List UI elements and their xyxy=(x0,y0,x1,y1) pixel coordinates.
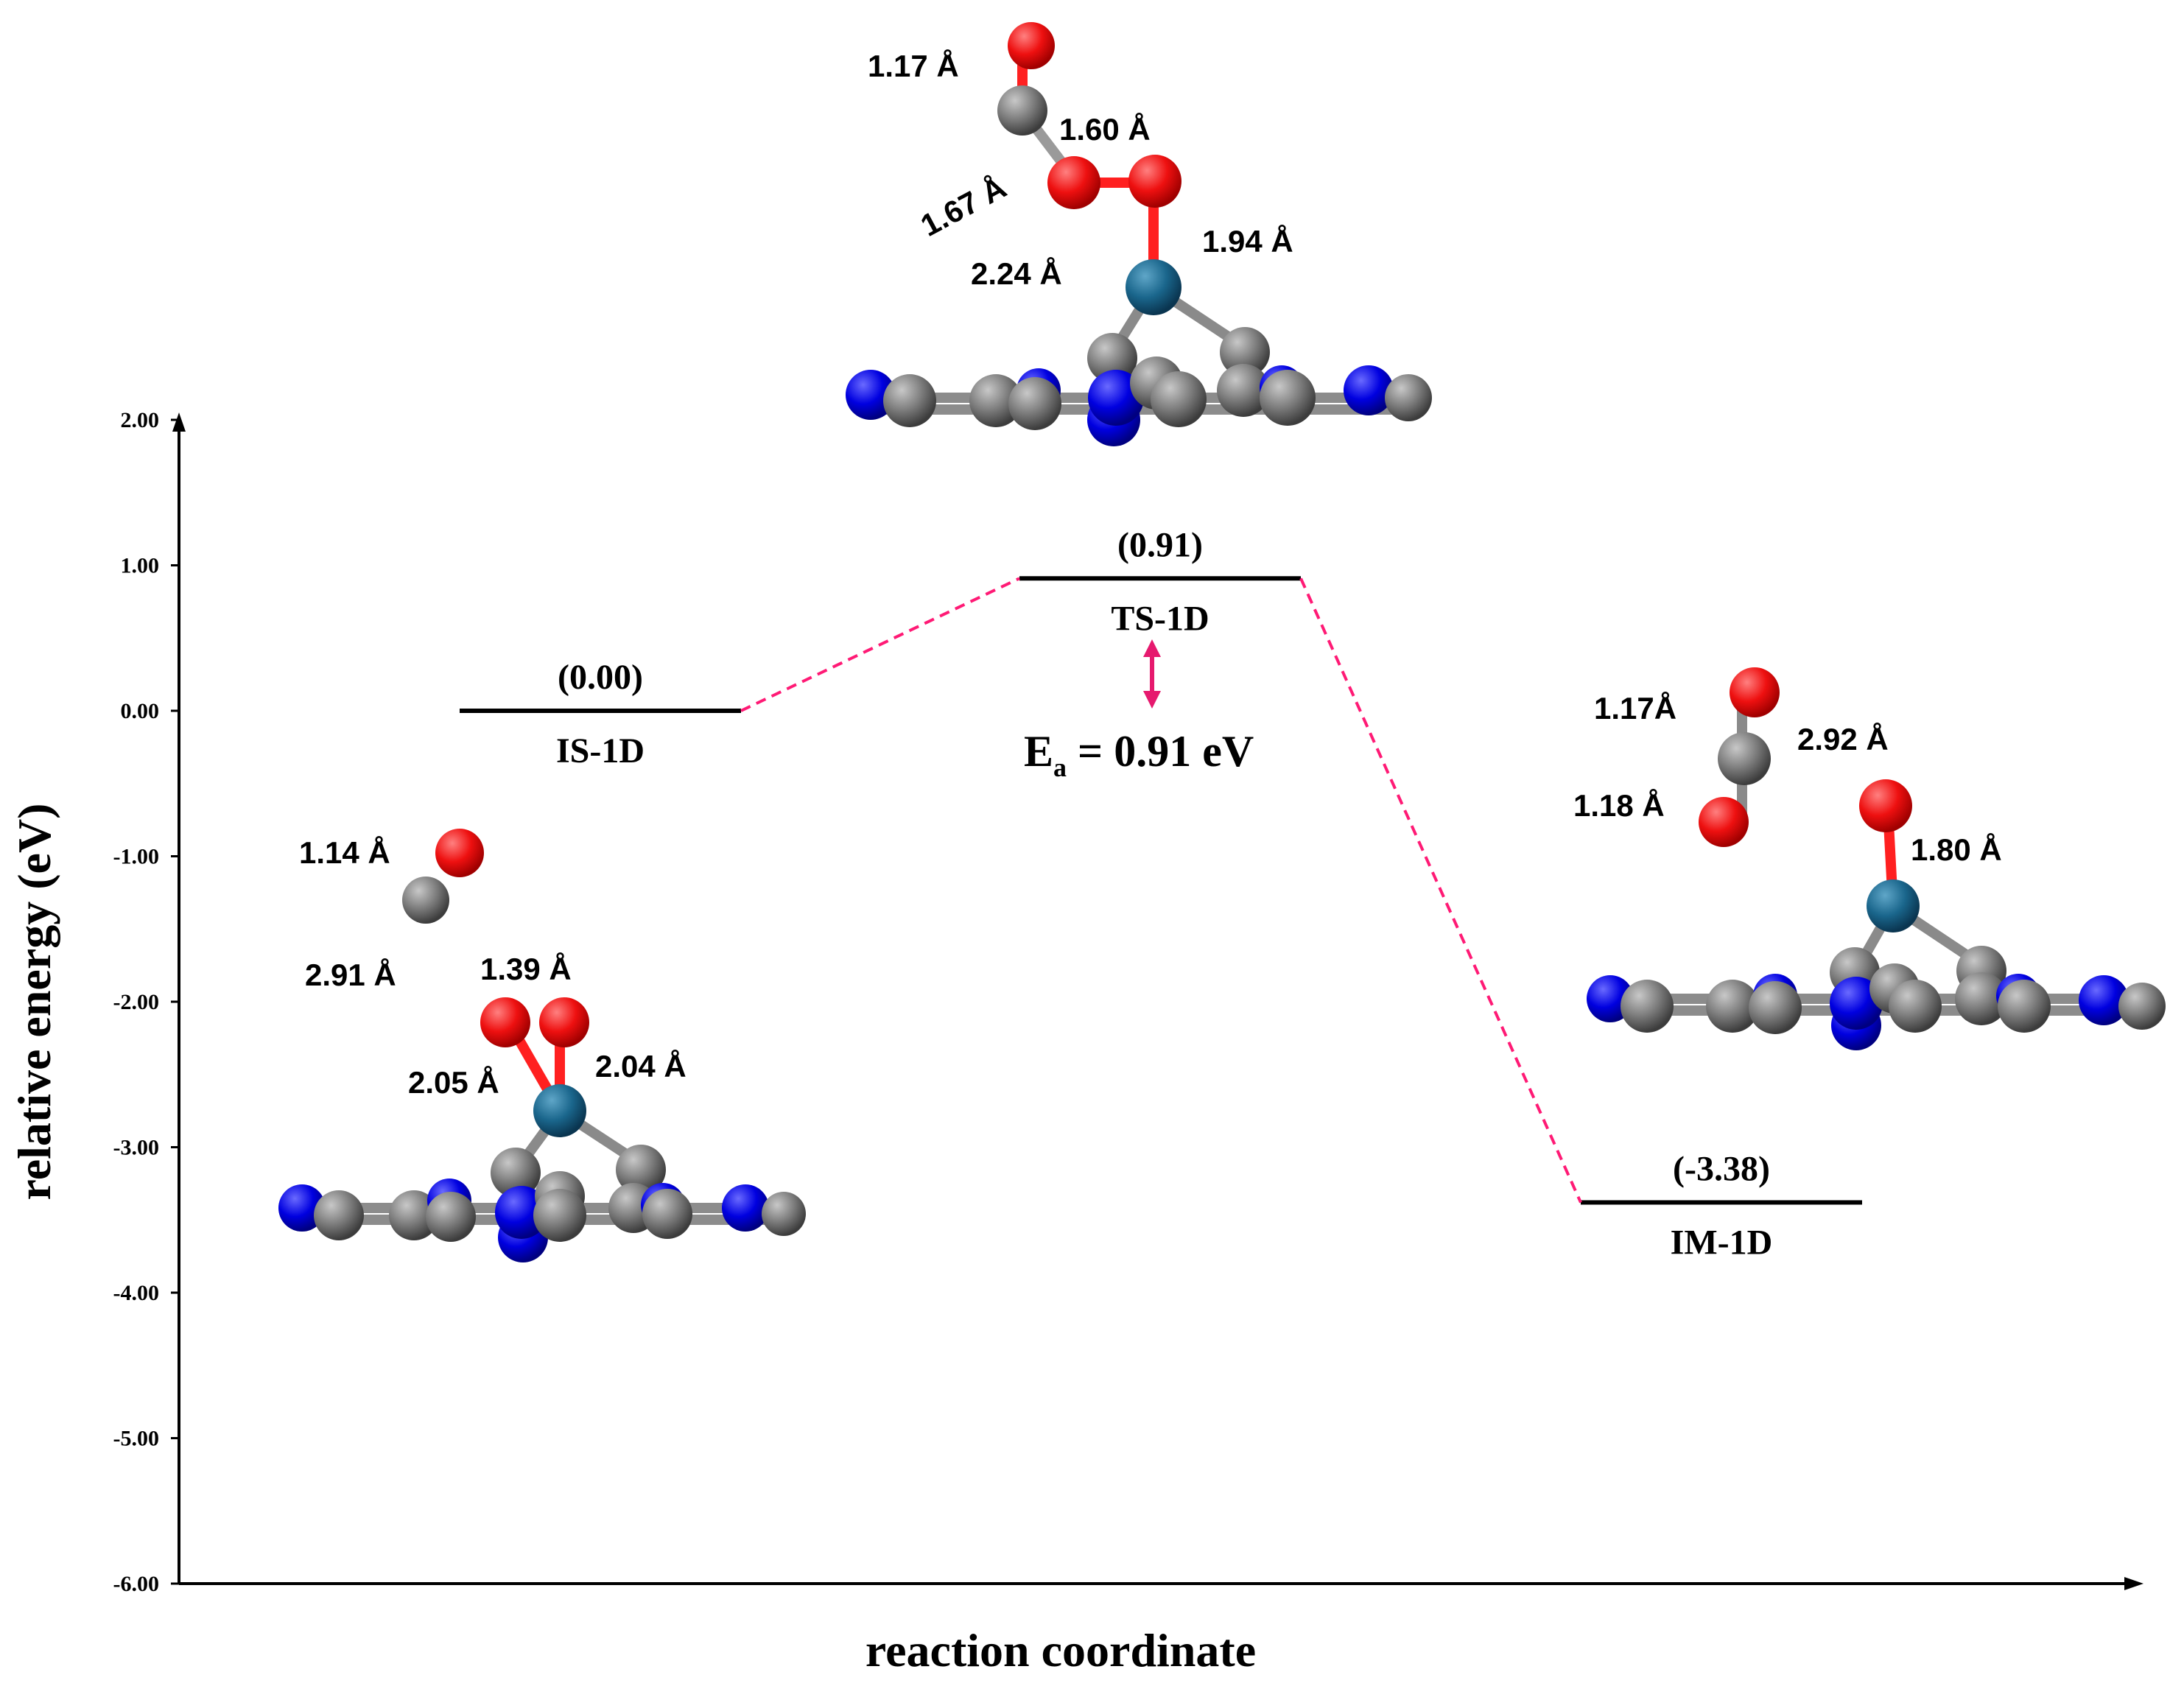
im-bond-label-3: 1.18 Å xyxy=(1573,788,1665,823)
barrier-arrow-up-head xyxy=(1143,639,1161,657)
is-bond-label-4: 2.05 Å xyxy=(408,1065,499,1100)
ts-structure: 1.17 Å 1.60 Å 1.67 Å 1.94 Å 2.24 Å xyxy=(846,22,1432,446)
im-bond-label-1: 1.17Å xyxy=(1594,691,1676,726)
is-bond-label-1: 1.14 Å xyxy=(299,835,390,870)
connector-dashed-line xyxy=(1299,577,1582,1204)
is-bond-label-2: 2.91 Å xyxy=(305,958,396,992)
energy-level-name: TS-1D xyxy=(1111,599,1209,638)
ts-bond-label-4: 1.94 Å xyxy=(1202,224,1293,259)
y-tick-group: 2.00 1.00 0.00 -1.00 -2.00 -3.00 -4.00 -5.00 -6.… xyxy=(113,408,179,1596)
axes: 2.00 1.00 0.00 -1.00 -2.00 -3.00 -4.00 -5.00 -6.… xyxy=(8,408,2143,1676)
barrier-arrow-down-head xyxy=(1143,691,1161,709)
ts-bond-label-1: 1.17 Å xyxy=(868,49,959,83)
is-atoms xyxy=(278,829,806,1262)
im-structure: 1.17Å 2.92 Å 1.18 Å 1.80 Å xyxy=(1573,667,2166,1050)
y-tick-label: -3.00 xyxy=(113,1136,160,1160)
x-axis-arrowhead xyxy=(2124,1577,2143,1590)
im-bond-label-2: 2.92 Å xyxy=(1797,722,1889,756)
barrier-label: Ea = 0.91 eV xyxy=(1024,727,1254,782)
x-axis-title: reaction coordinate xyxy=(865,1624,1256,1676)
y-tick-label: -5.00 xyxy=(113,1427,160,1451)
energy-value-label: (-3.38) xyxy=(1673,1150,1770,1189)
im-atoms xyxy=(1587,667,2166,1050)
y-axis-arrowhead xyxy=(172,412,186,432)
energy-level-name: IM-1D xyxy=(1671,1223,1773,1262)
is-bond-label-5: 2.04 Å xyxy=(595,1049,687,1083)
y-tick-label: 0.00 xyxy=(121,699,160,723)
is-bond-label-3: 1.39 Å xyxy=(480,952,572,986)
y-tick-label: -6.00 xyxy=(113,1572,160,1596)
y-tick-label: 2.00 xyxy=(121,408,160,432)
energy-levels: (0.00) IS-1D (0.91) TS-1D (-3.38) IM-1D xyxy=(460,525,1862,1262)
barrier-annotation: Ea = 0.91 eV xyxy=(1024,639,1254,782)
energy-level-name: IS-1D xyxy=(556,731,645,770)
connector-dashed-line xyxy=(740,577,1020,712)
barrier-subscript: a xyxy=(1053,753,1067,782)
ts-bond-label-5: 2.24 Å xyxy=(971,256,1062,291)
im-bond-label-4: 1.80 Å xyxy=(1911,832,2002,867)
barrier-value: = 0.91 eV xyxy=(1067,727,1254,776)
is-structure: 1.14 Å 2.91 Å 1.39 Å 2.05 Å 2.04 Å xyxy=(278,829,806,1262)
y-tick-label: 1.00 xyxy=(121,554,160,578)
energy-value-label: (0.91) xyxy=(1117,525,1203,564)
y-tick-label: -2.00 xyxy=(113,990,160,1014)
ts-atoms xyxy=(846,22,1432,446)
y-tick-label: -4.00 xyxy=(113,1281,160,1305)
ts-bond-label-2: 1.60 Å xyxy=(1059,112,1151,147)
y-tick-label: -1.00 xyxy=(113,845,160,869)
ts-bond-label-3: 1.67 Å xyxy=(915,169,1011,243)
y-axis-title: relative energy (eV) xyxy=(8,804,60,1201)
barrier-symbol: E xyxy=(1024,727,1053,776)
energy-value-label: (0.00) xyxy=(558,658,643,697)
